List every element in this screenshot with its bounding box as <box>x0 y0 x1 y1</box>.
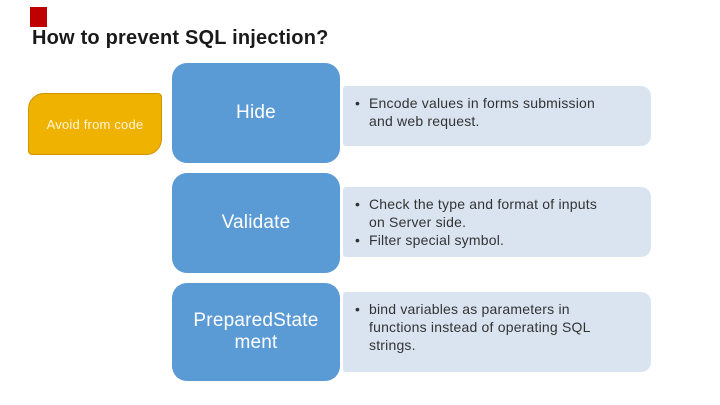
panel-validate-details: Check the type and format of inputs on S… <box>343 187 651 257</box>
flow-box-preparedstatement: PreparedState ment <box>172 283 340 381</box>
panel-preparedstatement-details: bind variables as parameters in function… <box>343 292 651 372</box>
flow-box-hide: Hide <box>172 63 340 163</box>
bullet-item: bind variables as parameters in function… <box>353 300 611 354</box>
bullet-list: Encode values in forms submission and we… <box>343 86 611 130</box>
flow-box-validate: Validate <box>172 173 340 273</box>
panel-hide-details: Encode values in forms submission and we… <box>343 86 651 146</box>
flow-box-hide-label: Hide <box>236 101 276 123</box>
avoid-from-code-label: Avoid from code <box>46 116 144 132</box>
slide-title: How to prevent SQL injection? <box>32 27 329 49</box>
flow-box-preparedstatement-label: PreparedState ment <box>193 309 319 353</box>
bullet-list: Check the type and format of inputs on S… <box>343 187 611 249</box>
bullet-item: Check the type and format of inputs on S… <box>353 195 611 231</box>
flow-box-validate-label: Validate <box>221 211 291 233</box>
bullet-list: bind variables as parameters in function… <box>343 292 611 354</box>
avoid-from-code-callout: Avoid from code <box>28 93 162 155</box>
bullet-item: Filter special symbol. <box>353 231 611 249</box>
red-corner-accent <box>30 7 47 27</box>
bullet-item: Encode values in forms submission and we… <box>353 94 611 130</box>
